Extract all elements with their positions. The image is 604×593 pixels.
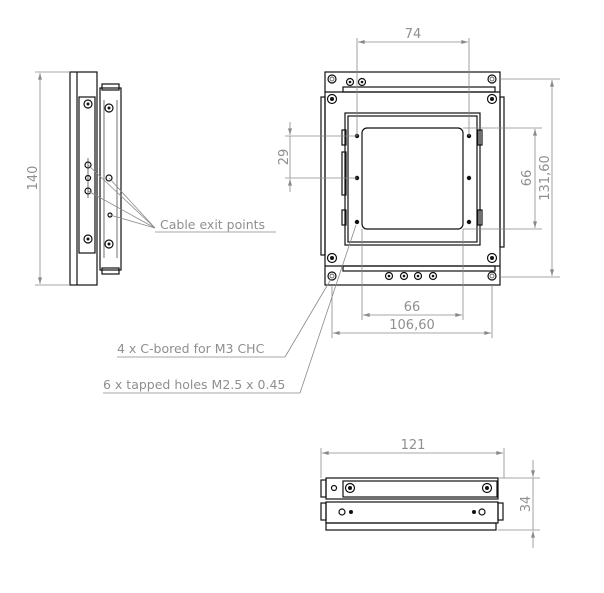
cable-exit-leader (87, 164, 276, 233)
dim-front-width: 106,60 (389, 318, 435, 333)
tapped-holes-leader (103, 224, 357, 394)
dim-front-height: 131,60 (538, 155, 553, 201)
dim-top-hole-spacing: 74 (405, 27, 422, 42)
dim-side-height: 140 (26, 166, 41, 191)
label-cable-exit: Cable exit points (160, 217, 265, 232)
label-tapped-holes: 6 x tapped holes M2.5 x 0.45 (103, 377, 285, 392)
dim-side-hole-spacing: 29 (277, 149, 292, 166)
dim-bottom-width: 121 (401, 438, 426, 453)
label-counterbored: 4 x C-bored for M3 CHC (117, 341, 265, 356)
corner-screw-icons (326, 74, 498, 281)
tapped-hole-icons (354, 133, 472, 225)
dim-bottom-height: 34 (519, 496, 534, 513)
front-view: 74 131,60 66 29 66 106,60 (277, 27, 560, 338)
dim-window-height: 66 (520, 170, 535, 187)
bottom-view: 121 34 (320, 438, 540, 548)
side-view: 140 Cable exit points (26, 71, 276, 286)
screw-icons (83, 99, 114, 249)
cable-exit-holes (84, 158, 113, 218)
counterbore-leader (117, 278, 332, 358)
dim-window-width: 66 (404, 300, 421, 315)
